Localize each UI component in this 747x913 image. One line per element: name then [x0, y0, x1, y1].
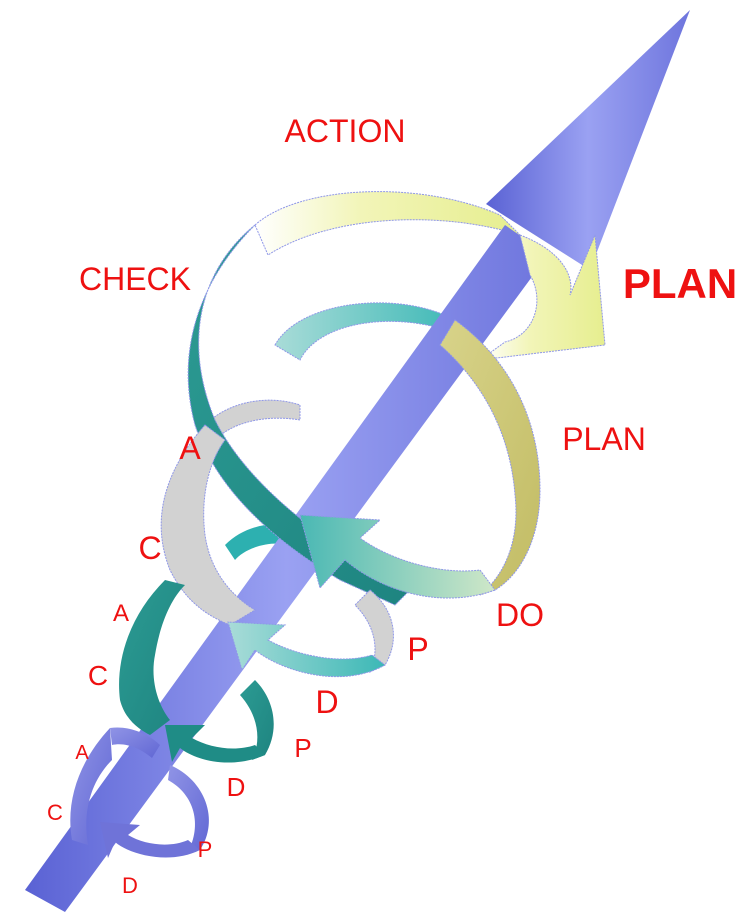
label-action-level1: ACTION [285, 113, 406, 149]
label-plan-level4: P [198, 837, 213, 862]
label-plan-level2: P [407, 631, 428, 667]
label-do-level4: D [122, 873, 138, 898]
arrow-shaft [25, 225, 548, 912]
do-arrow-top [300, 515, 495, 598]
label-check-level4: C [47, 800, 63, 825]
label-do-level2: D [315, 684, 338, 720]
label-check-level1: CHECK [79, 261, 191, 297]
label-plan-level1: PLAN [562, 421, 646, 457]
label-check-level2: C [138, 530, 161, 566]
do-arrow-level3 [165, 725, 265, 763]
label-action-level4: A [75, 742, 89, 764]
label-plan-big: PLAN [623, 260, 737, 307]
label-do-level3: D [227, 772, 246, 802]
ribbon-action-top [255, 192, 520, 255]
label-plan-level3: P [294, 733, 311, 763]
do-arrow-level2 [228, 622, 385, 677]
label-action-level2: A [179, 430, 201, 466]
label-action-level3: A [113, 600, 129, 627]
label-do-level1: DO [496, 597, 544, 633]
label-check-level3: C [88, 660, 108, 691]
do-arrow-level4 [100, 822, 200, 858]
